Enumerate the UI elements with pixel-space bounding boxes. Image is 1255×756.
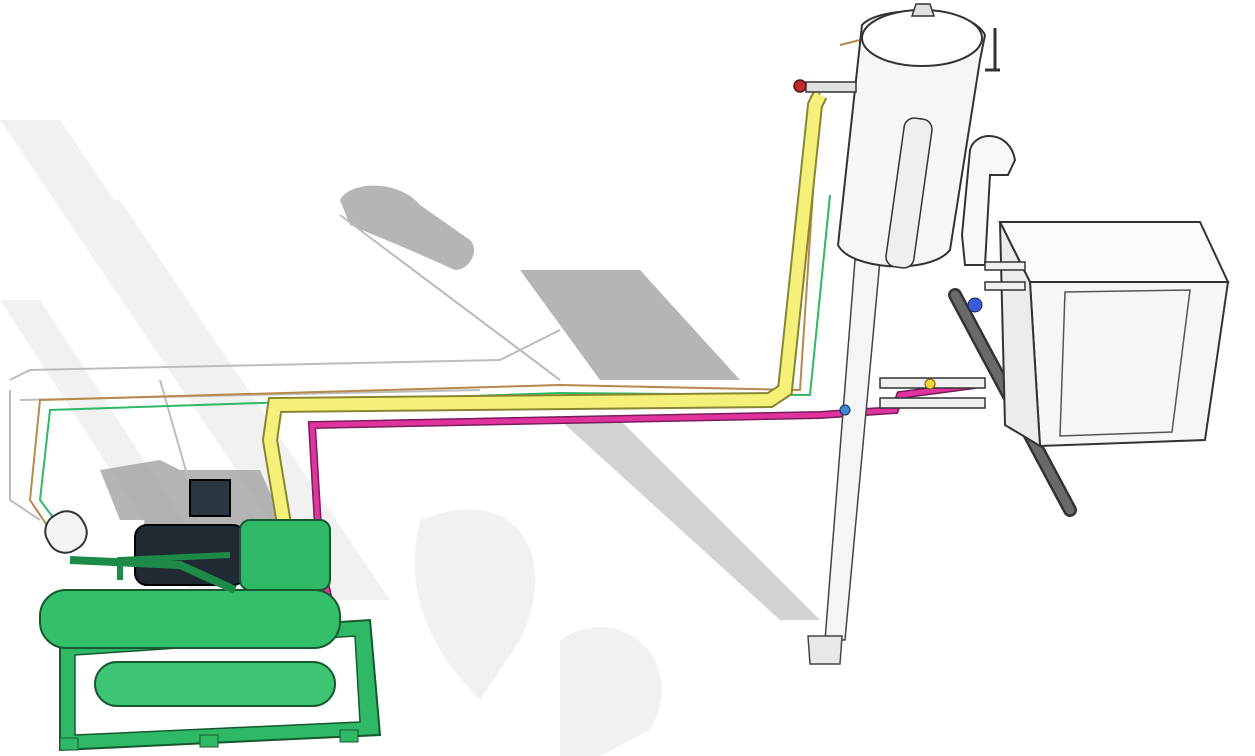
- evaporator-box: [998, 221, 1230, 448]
- insulated-riser: [960, 135, 1017, 266]
- liquid-line: [307, 381, 976, 651]
- compressor-unit: [39, 479, 382, 752]
- receiver-tank: [836, 3, 1000, 269]
- support-column: [807, 259, 881, 665]
- suction-line: [261, 91, 828, 532]
- valve-handle-icon: [793, 79, 857, 93]
- expansion-valve-icon: [839, 297, 983, 416]
